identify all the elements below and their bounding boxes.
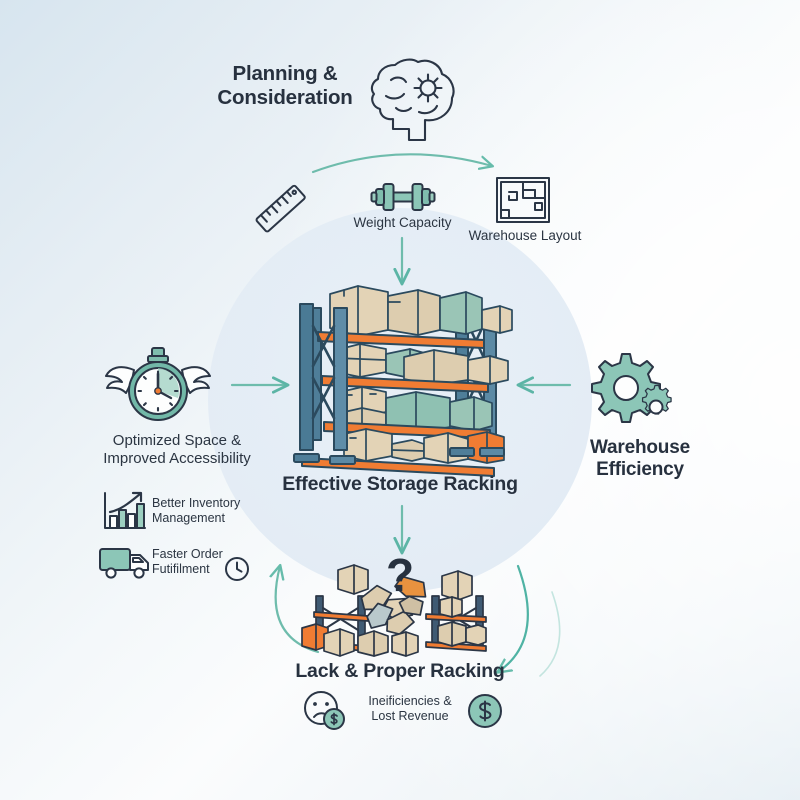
warehouse-efficiency-line2: Efficiency xyxy=(596,459,684,481)
sad-face-coin-icon xyxy=(304,691,345,730)
better-inventory-line2: Management xyxy=(152,511,225,526)
optimized-space-label: Optimized Space & Improved Accessibility xyxy=(82,432,272,468)
faster-order-line1: Faster Order xyxy=(152,547,223,561)
faster-order-label: Faster Order Futifilment xyxy=(152,547,252,578)
planning-title-line2: Consideration xyxy=(217,86,353,110)
warehouse-layout-label: Warehouse Layout xyxy=(468,228,582,243)
planning-title: Planning & Consideration xyxy=(190,62,380,110)
faster-order-line2: Futifilment xyxy=(152,562,210,577)
lack-racking-title: Lack & Proper Racking xyxy=(295,660,505,682)
delivery-truck-icon xyxy=(99,548,149,579)
warehouse-efficiency-line1: Warehouse xyxy=(590,437,690,458)
bar-chart-growth-icon xyxy=(104,491,146,529)
collapsed-racking-illustration xyxy=(301,564,487,657)
warehouse-efficiency-title: Warehouse Efficiency xyxy=(560,437,720,482)
pallet-racking-illustration xyxy=(293,285,513,477)
gears-icon xyxy=(591,353,672,423)
center-title: Effective Storage Racking xyxy=(282,473,518,495)
weight-capacity-label: Weight Capacity xyxy=(353,215,452,230)
winged-stopwatch-icon xyxy=(105,347,211,421)
inefficiencies-label: Ineificiencies & Lost Revenue xyxy=(350,694,470,724)
arrow-bottom-right-loop-outer xyxy=(539,591,561,677)
question-mark: ? xyxy=(386,549,415,601)
dumbbell-icon xyxy=(370,183,436,211)
dollar-coin-icon xyxy=(468,694,502,728)
better-inventory-label: Better Inventory Management xyxy=(152,496,257,527)
brain-gear-icon xyxy=(370,58,455,142)
optimized-space-line2: Improved Accessibility xyxy=(103,450,251,467)
clock-icon xyxy=(225,557,249,581)
arrow-planning-to-layout xyxy=(311,153,492,174)
better-inventory-line1: Better Inventory xyxy=(152,496,241,510)
floor-plan-icon xyxy=(496,177,550,223)
planning-title-line1: Planning & xyxy=(232,62,338,85)
inefficiencies-line1: Ineificiencies & xyxy=(368,694,452,708)
ruler-icon xyxy=(255,184,306,233)
optimized-space-line1: Optimized Space & xyxy=(112,432,242,449)
inefficiencies-line2: Lost Revenue xyxy=(371,709,449,723)
